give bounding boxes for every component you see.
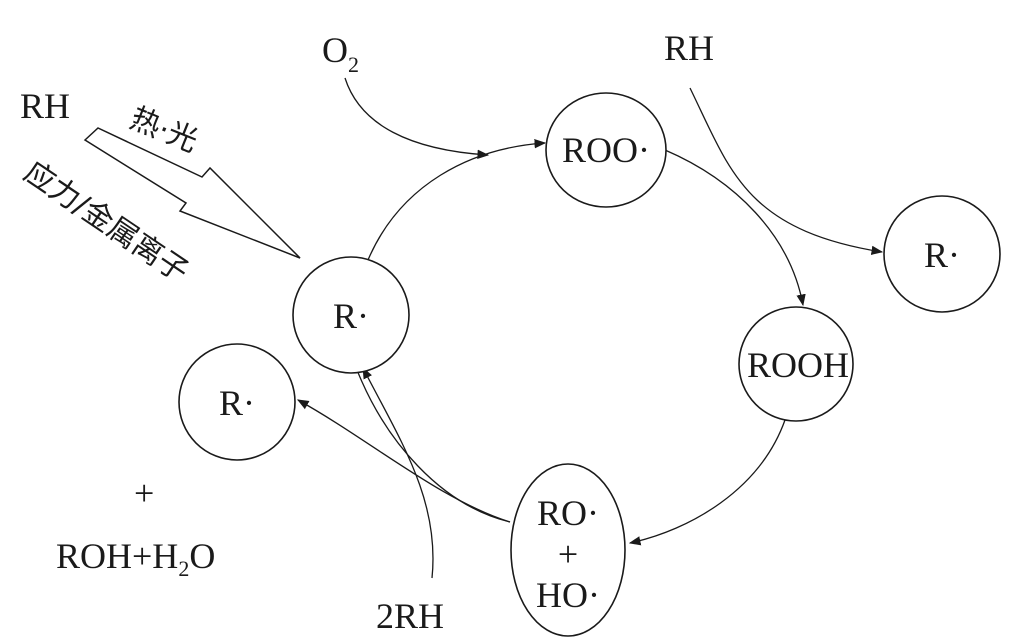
- svg-text:RO·: RO·: [537, 493, 599, 533]
- arrow-r-to-roo: [367, 139, 547, 261]
- label-o2: O2: [322, 30, 359, 77]
- arrow-to-r-left: [296, 399, 511, 523]
- arrow-2rh-to-r: [362, 366, 434, 579]
- svg-text:R·: R·: [333, 296, 369, 336]
- arrow-o2-in: [344, 77, 490, 159]
- svg-text:+: +: [558, 534, 578, 574]
- svg-text:R·: R·: [219, 383, 255, 423]
- svg-text:ROO·: ROO·: [562, 130, 650, 170]
- arrow-rh-to-r-right: [689, 87, 884, 255]
- node-r-right: R·: [883, 195, 1001, 313]
- node-rooh: ROOH: [738, 306, 854, 422]
- label-plus: +: [134, 473, 154, 513]
- svg-text:ROOH: ROOH: [747, 345, 849, 385]
- label-rh-top: RH: [664, 28, 714, 68]
- node-roo: ROO·: [545, 92, 667, 208]
- label-2rh: 2RH: [376, 596, 444, 636]
- node-r-left: R·: [178, 343, 296, 461]
- initiation-block-arrow: [83, 127, 301, 259]
- node-r-center: R·: [292, 256, 410, 374]
- label-roh-h2o: ROH+H2O: [56, 536, 215, 581]
- svg-text:R·: R·: [924, 235, 960, 275]
- svg-text:ROH+H2O: ROH+H2O: [56, 536, 215, 581]
- arrow-roo-to-rooh: [664, 149, 806, 307]
- label-rh-left: RH: [20, 86, 70, 126]
- svg-text:O2: O2: [322, 30, 359, 77]
- node-ro-ho: RO· + HO·: [510, 463, 626, 637]
- svg-text:HO·: HO·: [536, 575, 600, 615]
- arc-ro-ho-to-r: [356, 369, 511, 523]
- arrow-rooh-to-ro-ho: [628, 419, 786, 546]
